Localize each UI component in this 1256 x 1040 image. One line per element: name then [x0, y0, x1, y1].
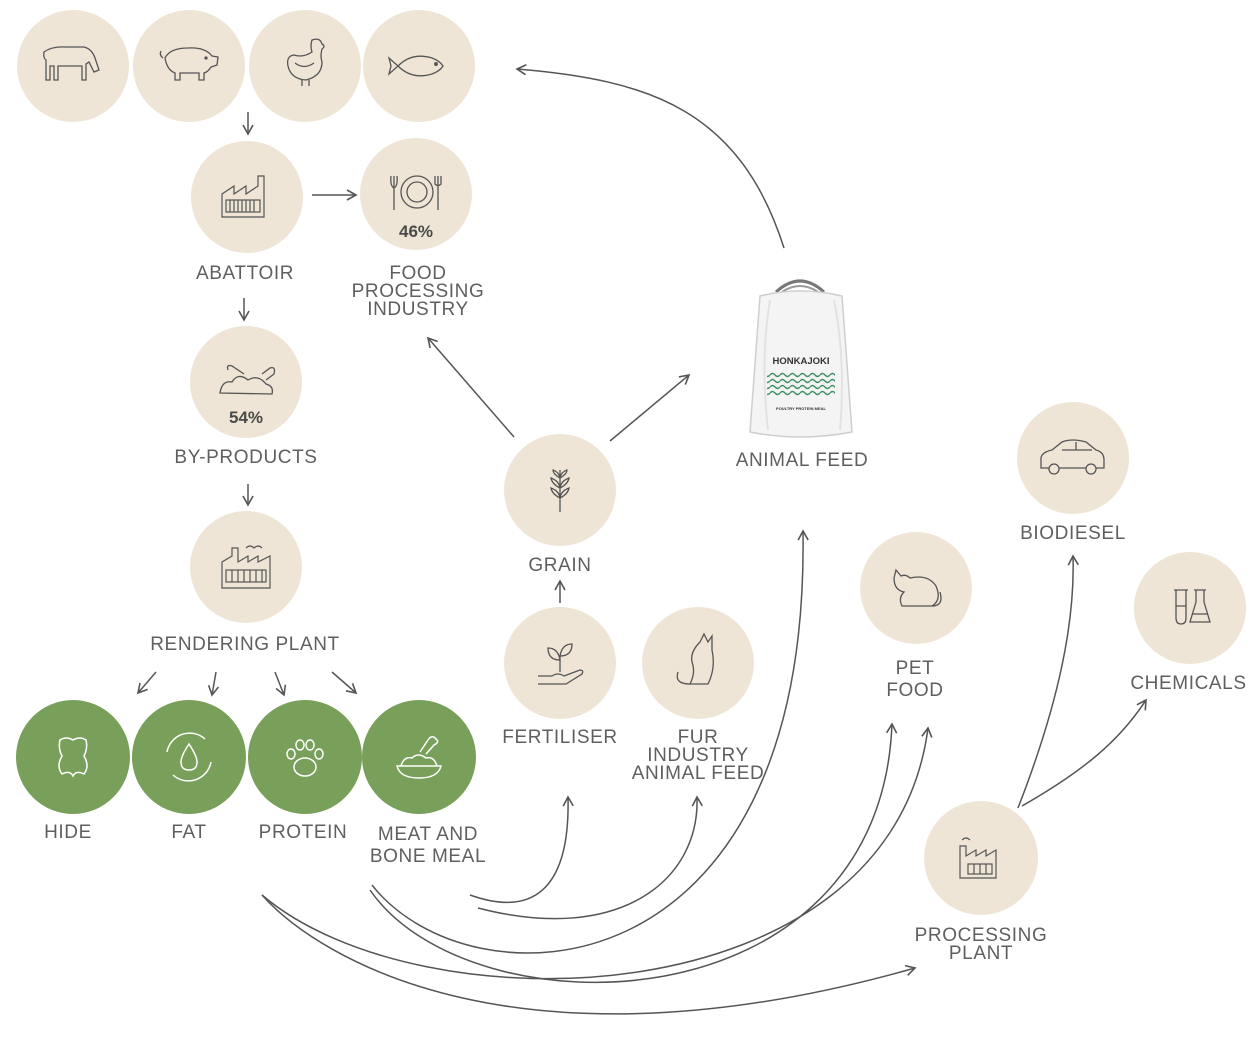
arrow-plant-to-mbm: [331, 671, 358, 695]
bag-caption: POULTRY PROTEIN MEAL: [776, 406, 826, 411]
fish-icon: [387, 55, 444, 77]
rendering-plant-node: [190, 511, 302, 623]
arrow-mbm-to-animal-feed: [371, 529, 809, 954]
animal-feed-bag: HONKAJOKI POULTRY PROTEIN MEAL: [749, 279, 853, 438]
arrow-grain-to-feed: [609, 373, 691, 442]
hide-label: HIDE: [44, 822, 92, 843]
animal-feed-label: ANIMAL FEED: [735, 450, 869, 471]
pet-food-node: [860, 532, 972, 644]
factory-icon: [221, 175, 265, 218]
paw-icon: [286, 739, 324, 777]
by-products-node: 54%: [190, 326, 302, 438]
arrow-fat-to-pet: [261, 726, 933, 980]
chemicals-label: CHEMICALS: [1130, 673, 1247, 694]
arrow-fat-to-processing: [261, 894, 917, 1015]
arrow-protein-to-pet: [369, 722, 898, 984]
arrow-processing-to-chemicals: [1021, 698, 1147, 807]
product-hide: [16, 700, 130, 814]
abattoir-node: [191, 141, 303, 253]
product-protein: [248, 700, 362, 814]
factory-icon: [959, 837, 997, 879]
flasks-icon: [1174, 589, 1211, 625]
processing-plant-label: PROCESSING PLANT: [914, 925, 1048, 964]
pet-food-label: PET FOOD: [886, 658, 944, 701]
source-fish: [363, 10, 475, 122]
arrow-processing-to-biodiesel: [1017, 554, 1079, 809]
meat-bone-meal-label: MEAT AND BONE MEAL: [369, 824, 487, 867]
processing-plant-node: [924, 801, 1038, 915]
chicken-icon: [286, 38, 325, 86]
by-products-label: BY-PRODUCTS: [174, 447, 318, 468]
bag-pattern: [767, 372, 835, 396]
cow-icon: [43, 46, 100, 81]
oil-drop-cycle-icon: [166, 732, 212, 782]
arrow-mbm-to-fur: [477, 795, 703, 920]
food-processing-percent: 46%: [399, 222, 433, 241]
source-cow: [17, 10, 129, 122]
grain-label: GRAIN: [528, 555, 592, 576]
arrow-feed-to-sources: [515, 64, 785, 249]
plant-icon: [221, 545, 271, 589]
hide-icon: [58, 737, 88, 778]
biodiesel-label: BIODIESEL: [1020, 523, 1126, 544]
fur-feed-label: FUR INDUSTRY ANIMAL FEED: [631, 727, 765, 784]
fox-icon: [676, 632, 714, 685]
protein-label: PROTEIN: [258, 822, 348, 843]
fertiliser-node: [504, 607, 616, 719]
fertiliser-label: FERTILISER: [502, 727, 618, 748]
arrow-grain-to-food: [426, 336, 515, 438]
wheat-icon: [550, 469, 570, 512]
grain-node: [504, 434, 616, 546]
chemicals-node: [1134, 552, 1246, 664]
fat-label: FAT: [171, 822, 207, 843]
bones-icon: [219, 364, 276, 395]
product-meat-bone-meal: [362, 700, 476, 814]
food-bowl-icon: [396, 736, 442, 779]
bag-brand: HONKAJOKI: [772, 356, 829, 367]
arrow-plant-to-hide: [136, 671, 157, 695]
flow-arrows: [136, 64, 1147, 1015]
arrow-plant-to-protein: [274, 671, 287, 697]
food-processing-label: FOOD PROCESSING INDUSTRY: [351, 263, 485, 320]
by-products-percent: 54%: [229, 408, 263, 427]
product-fat: [132, 700, 246, 814]
rendering-plant-label: RENDERING PLANT: [150, 634, 340, 655]
hand-sprout-icon: [538, 643, 584, 685]
source-pig: [133, 10, 245, 122]
arrow-plant-to-fat: [207, 671, 220, 697]
cat-icon: [893, 568, 942, 607]
source-chicken: [249, 10, 361, 122]
arrow-mbm-to-fertiliser: [469, 795, 574, 904]
fur-feed-node: [642, 607, 754, 719]
biodiesel-node: [1017, 402, 1129, 514]
car-icon: [1040, 439, 1105, 475]
abattoir-label: ABATTOIR: [195, 263, 295, 284]
food-processing-node: 46%: [360, 138, 472, 250]
plate-cutlery-icon: [390, 175, 442, 210]
pig-icon: [159, 47, 219, 81]
